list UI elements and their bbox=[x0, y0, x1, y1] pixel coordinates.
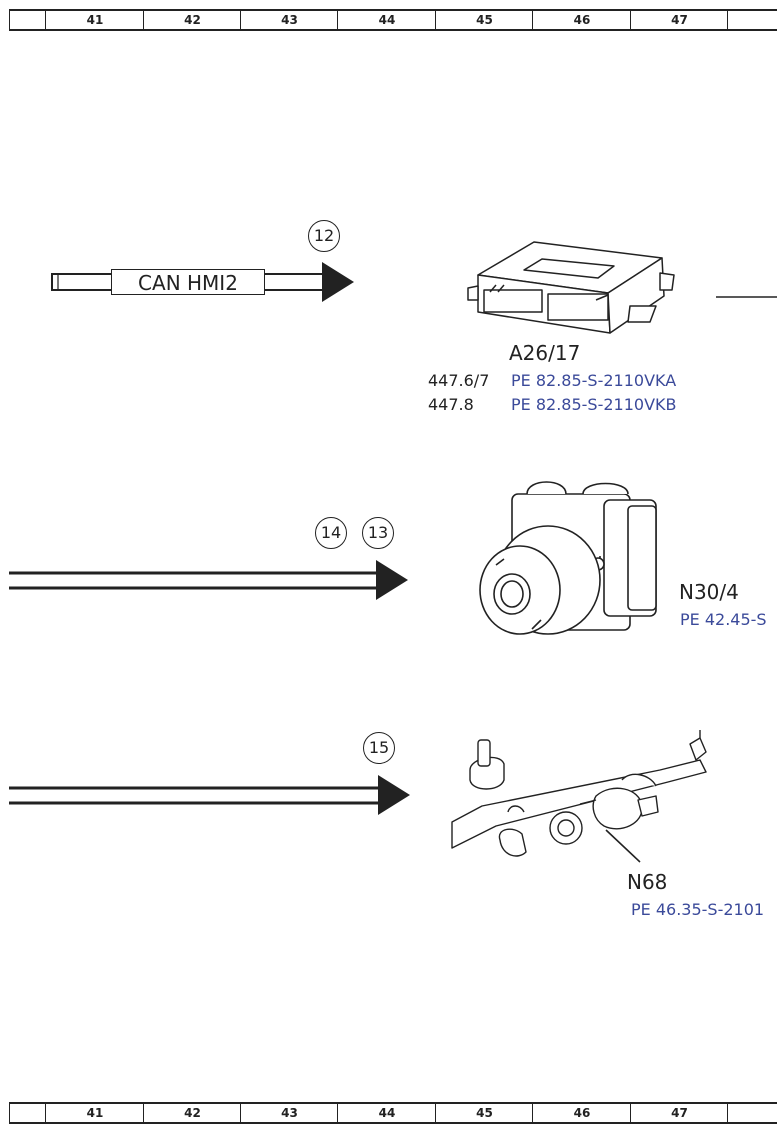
esp-hydraulic-unit-icon[interactable] bbox=[479, 481, 657, 635]
ruler-cell-41: 41 bbox=[45, 1104, 144, 1122]
ruler-cell-blank-end bbox=[727, 11, 777, 29]
ruler-cell-blank bbox=[9, 11, 46, 29]
control-unit-icon[interactable] bbox=[467, 241, 675, 334]
ruler-cell-46: 46 bbox=[532, 1104, 631, 1122]
ruler-cell-47: 47 bbox=[630, 11, 728, 29]
ruler-cell-41: 41 bbox=[45, 11, 144, 29]
ruler-cell-45: 45 bbox=[435, 11, 533, 29]
a26-17-designation: A26/17 bbox=[509, 341, 581, 365]
ruler-cell-blank-end bbox=[727, 1104, 777, 1122]
n68-leader-line bbox=[605, 829, 641, 863]
marker-13[interactable]: 13 bbox=[362, 517, 394, 549]
ruler-cell-47: 47 bbox=[630, 1104, 728, 1122]
ruler-cell-43: 43 bbox=[240, 1104, 338, 1122]
marker-12[interactable]: 12 bbox=[308, 220, 340, 252]
ruler-cell-42: 42 bbox=[143, 11, 241, 29]
steering-rack-icon[interactable] bbox=[451, 730, 707, 863]
n30-4-doc-link[interactable]: PE 42.45-S bbox=[680, 610, 767, 629]
bottom-column-ruler: 41 42 43 44 45 46 47 bbox=[9, 1102, 777, 1124]
ruler-cell-45: 45 bbox=[435, 1104, 533, 1122]
can-hmi2-label: CAN HMI2 bbox=[111, 269, 265, 295]
a26-17-doc-link-2[interactable]: PE 82.85-S-2110VKB bbox=[511, 395, 677, 414]
marker-14[interactable]: 14 bbox=[315, 517, 347, 549]
a26-17-doc-link-1[interactable]: PE 82.85-S-2110VKA bbox=[511, 371, 677, 390]
line-to-n30-4[interactable] bbox=[9, 560, 408, 600]
n30-4-designation: N30/4 bbox=[679, 580, 739, 604]
line-to-n68[interactable] bbox=[9, 775, 410, 815]
top-column-ruler: 41 42 43 44 45 46 47 bbox=[9, 9, 777, 31]
n68-arrowhead bbox=[378, 775, 410, 815]
a26-17-ref-code-1: 447.6/7 bbox=[428, 371, 490, 390]
ruler-cell-43: 43 bbox=[240, 11, 338, 29]
ruler-cell-44: 44 bbox=[337, 1104, 436, 1122]
can-bus-arrowhead bbox=[322, 262, 354, 302]
ruler-cell-46: 46 bbox=[532, 11, 631, 29]
n68-doc-link[interactable]: PE 46.35-S-2101 bbox=[631, 900, 765, 919]
n30-4-arrowhead bbox=[376, 560, 408, 600]
ruler-cell-42: 42 bbox=[143, 1104, 241, 1122]
ruler-cell-blank bbox=[9, 1104, 46, 1122]
ruler-cell-44: 44 bbox=[337, 11, 436, 29]
a26-17-ref-code-2: 447.8 bbox=[428, 395, 474, 414]
marker-15[interactable]: 15 bbox=[363, 732, 395, 764]
n68-designation: N68 bbox=[627, 870, 668, 894]
